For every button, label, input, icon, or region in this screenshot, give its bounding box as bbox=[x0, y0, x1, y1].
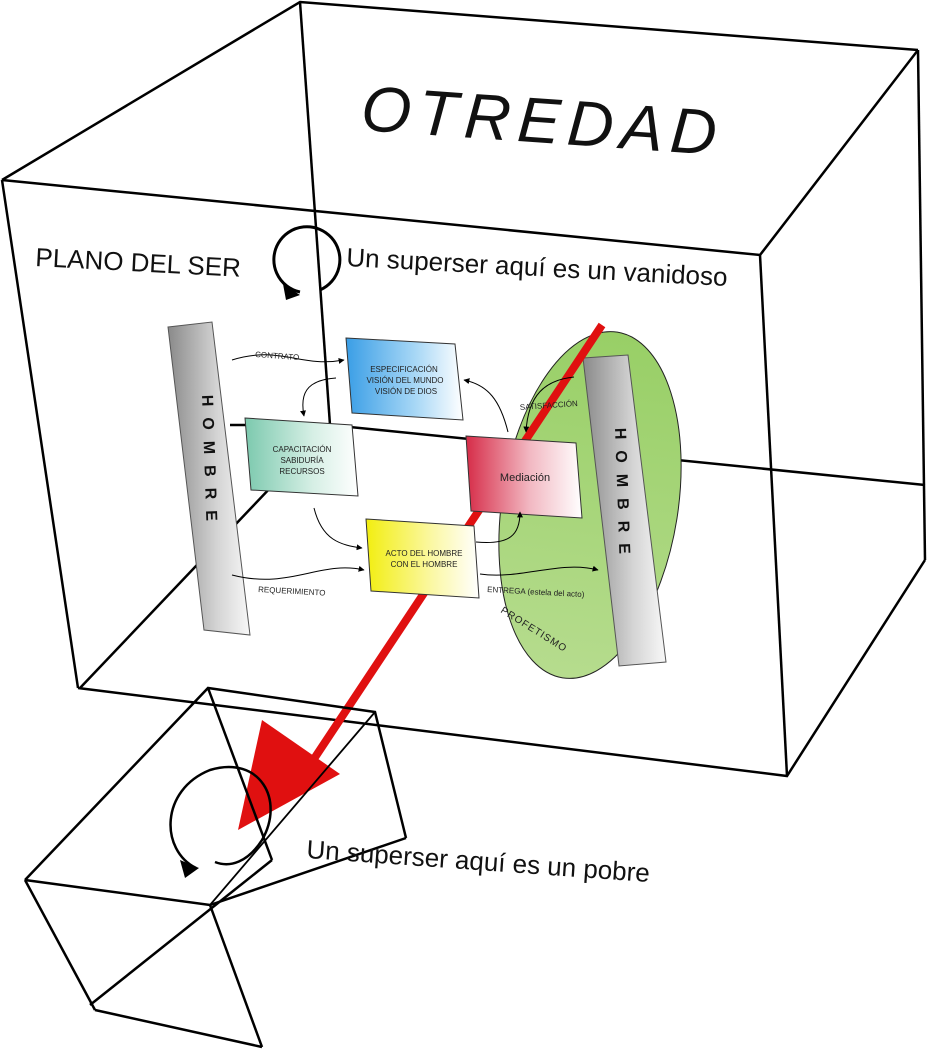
circular-arrow-lower bbox=[169, 765, 272, 878]
capacitacion-line-3: RECURSOS bbox=[279, 467, 324, 476]
plane-label: PLANO DEL SER bbox=[35, 242, 242, 283]
acto-line-2: CON EL HOMBRE bbox=[391, 560, 458, 569]
small-box bbox=[23, 686, 408, 1049]
label-requerimiento: REQUERIMIENTO bbox=[258, 585, 326, 598]
box-mediacion: Mediación bbox=[465, 435, 583, 519]
acto-line-1: ACTO DEL HOMBRE bbox=[386, 549, 463, 558]
box-especificacion: ESPECIFICACIÓN VISIÓN DEL MUNDO VISIÓN D… bbox=[345, 337, 464, 421]
especificacion-line-2: VISIÓN DEL MUNDO bbox=[366, 376, 443, 385]
lower-caption: Un superser aquí es un pobre bbox=[306, 834, 651, 888]
mediacion-label: Mediación bbox=[500, 472, 550, 484]
box-acto: ACTO DEL HOMBRE CON EL HOMBRE bbox=[365, 518, 480, 599]
left-pillar: HOMBRE bbox=[167, 321, 251, 636]
capacitacion-line-1: CAPACITACIÓN bbox=[273, 445, 332, 454]
upper-caption: Un superser aquí es un vanidoso bbox=[346, 242, 729, 292]
right-pillar-label: HOMBRE bbox=[611, 428, 633, 566]
label-satisfaccion: SATISFACCIÓN bbox=[520, 399, 579, 412]
box-capacitacion: CAPACITACIÓN SABIDURÍA RECURSOS bbox=[244, 417, 359, 497]
capacitacion-line-2: SABIDURÍA bbox=[280, 456, 324, 465]
label-contrato: CONTRATO bbox=[255, 350, 300, 362]
right-pillar: HOMBRE bbox=[582, 354, 667, 667]
left-pillar-label: HOMBRE bbox=[198, 395, 220, 533]
especificacion-line-1: ESPECIFICACIÓN bbox=[370, 365, 438, 374]
especificacion-line-3: VISIÓN DE DIOS bbox=[375, 387, 437, 396]
flow-arrows bbox=[231, 354, 599, 580]
otredad-title: OTREDAD bbox=[359, 72, 733, 170]
circular-arrow-upper bbox=[272, 225, 342, 300]
